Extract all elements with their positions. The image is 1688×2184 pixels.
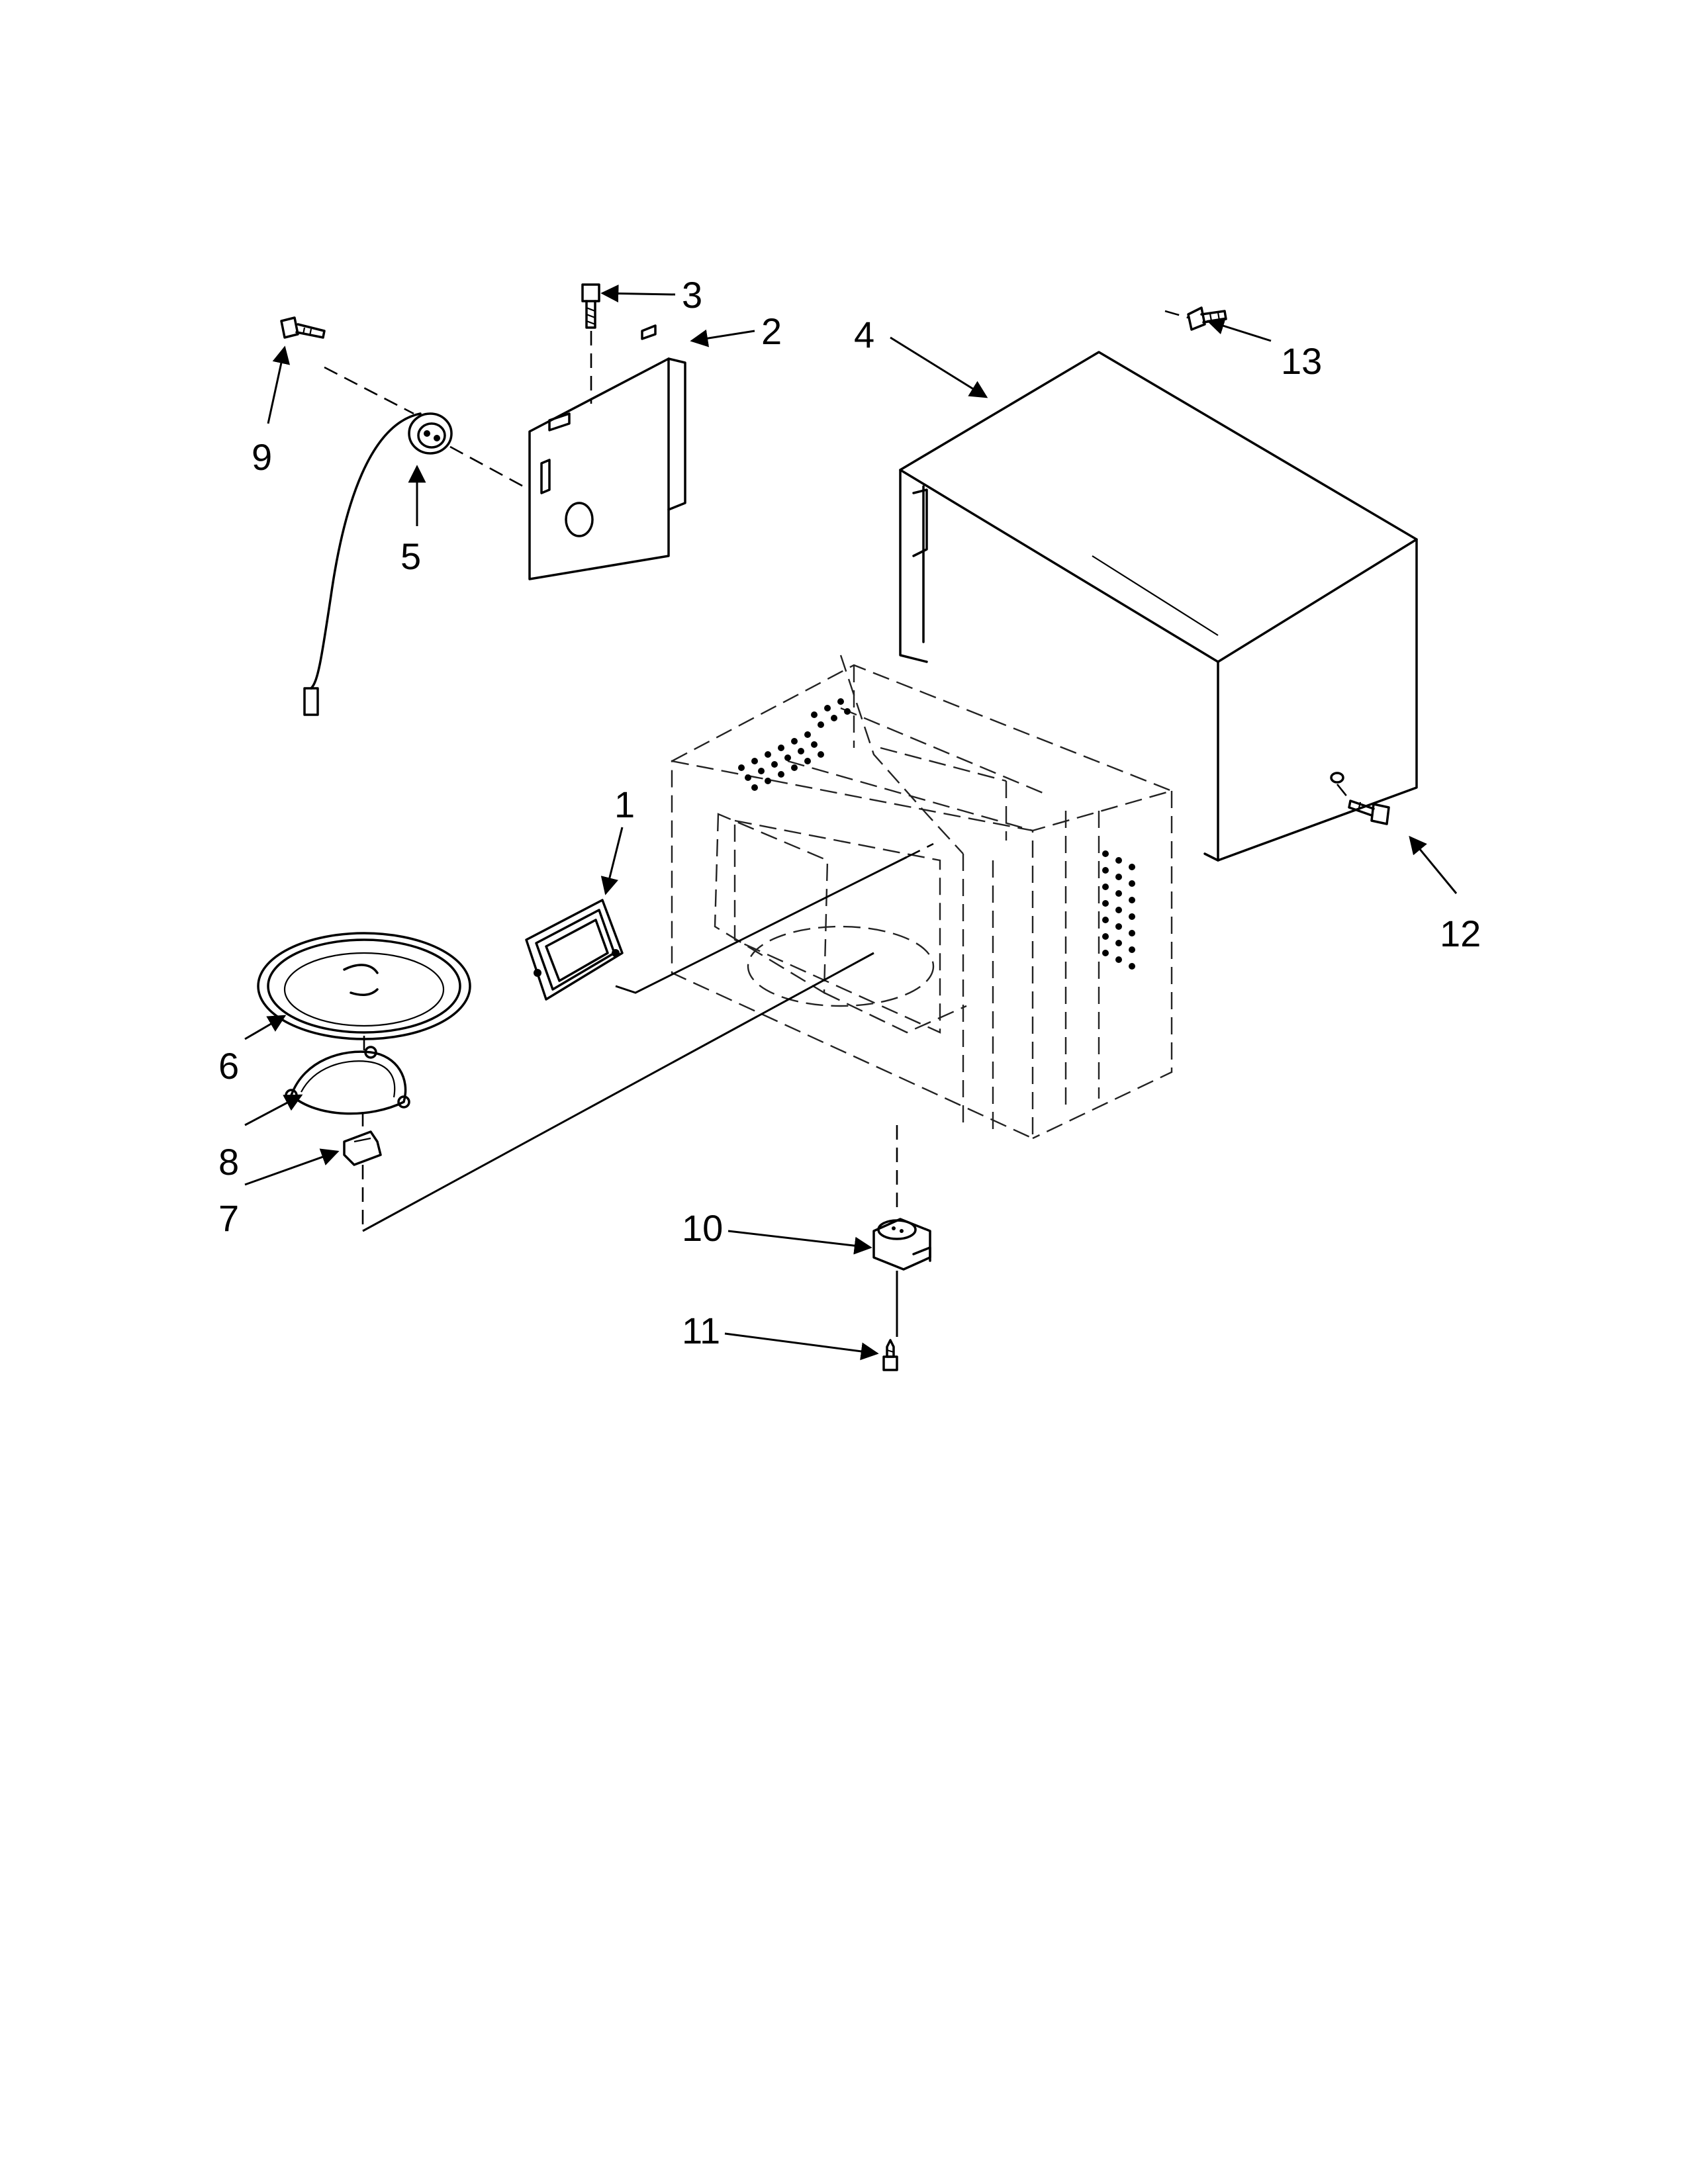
- callout-11: 11: [682, 1310, 720, 1351]
- screw-part-11: [882, 1339, 898, 1371]
- callout-6: 6: [218, 1045, 239, 1087]
- turntable-motor: [872, 1218, 931, 1271]
- outer-cabinet-wrapper: [899, 351, 1418, 862]
- top-vent-holes: [738, 698, 851, 791]
- callout-1: 1: [614, 784, 635, 825]
- exploded-view-guide-lines: [324, 310, 1352, 1337]
- callout-2: 2: [761, 310, 782, 352]
- drive-coupler: [343, 1130, 382, 1166]
- callout-labels: 1 2 3 4 5 6 7 8 9 10 11 12 13: [218, 274, 1481, 1351]
- screw-part-3: [581, 283, 600, 329]
- callout-5: 5: [400, 535, 421, 577]
- microwave-cavity-ghost: [671, 655, 1174, 1140]
- callout-8: 8: [218, 1141, 239, 1183]
- screw-part-12: [1348, 799, 1390, 825]
- callout-10: 10: [682, 1207, 723, 1249]
- waveguide-cover-frame: [525, 899, 624, 1001]
- side-vent-holes: [1102, 850, 1135, 970]
- callout-9: 9: [252, 436, 272, 478]
- callout-4: 4: [854, 314, 874, 355]
- screw-part-13: [1187, 306, 1227, 331]
- callout-13: 13: [1281, 340, 1322, 382]
- callout-7: 7: [218, 1197, 239, 1239]
- bracket-plate: [528, 324, 686, 580]
- thermostat-part-5: [303, 412, 453, 716]
- turntable-tray: [257, 932, 471, 1040]
- callout-3: 3: [682, 274, 702, 316]
- callout-leaders: [244, 284, 1458, 1361]
- roller-ring: [285, 1046, 410, 1115]
- callout-12: 12: [1440, 913, 1481, 954]
- screw-part-9: [280, 316, 326, 339]
